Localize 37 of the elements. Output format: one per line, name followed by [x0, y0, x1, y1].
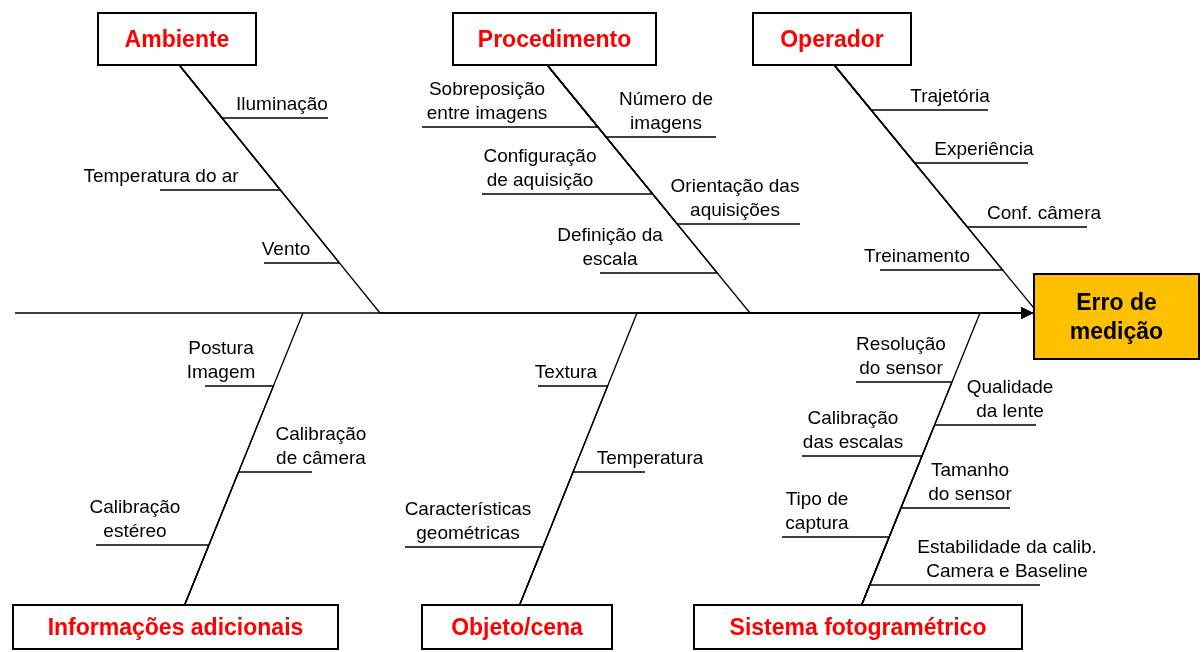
cause-label: Qualidade da lente [960, 374, 1060, 425]
cause-label: Conf. câmera [987, 201, 1101, 227]
cause-label: Iluminação [236, 92, 328, 118]
branch-line [547, 65, 719, 274]
cause-label: Postura Imagem [181, 335, 261, 386]
cause-label: Número de imagens [611, 86, 721, 137]
cause-label: Trajetória [910, 84, 990, 110]
branch-line [861, 584, 1041, 605]
cause-label: Calibração das escalas [798, 405, 908, 456]
branch-line [404, 546, 544, 605]
cause-label: Características geométricas [393, 496, 543, 547]
cause-label: Calibração estéreo [82, 494, 188, 545]
cause-label: Definição da escala [550, 222, 670, 273]
category-box: Ambiente [97, 12, 257, 66]
cause-label: Configuração de aquisição [477, 143, 603, 194]
category-box: Sistema fotogramétrico [693, 604, 1023, 650]
effect-box: Erro de medição [1033, 273, 1200, 360]
cause-label: Tamanho do sensor [922, 457, 1018, 508]
cause-label: Experiência [934, 137, 1034, 163]
cause-label: Calibração de câmera [268, 421, 374, 472]
cause-label: Treinamento [864, 244, 970, 270]
cause-label: Resolução do sensor [851, 331, 951, 382]
branch-line [179, 65, 341, 264]
cause-label: Tipo de captura [777, 486, 857, 537]
branch-line [95, 544, 210, 605]
cause-label: Temperatura [596, 446, 704, 472]
branch-line [834, 65, 1005, 271]
category-box: Informações adicionais [12, 604, 339, 650]
cause-label: Orientação das aquisições [660, 173, 810, 224]
category-box: Procedimento [452, 12, 657, 66]
category-box: Objeto/cena [421, 604, 613, 650]
cause-label: Estabilidade da calib. Camera e Baseline [902, 534, 1112, 585]
cause-label: Vento [261, 237, 311, 263]
cause-label: Sobreposição entre imagens [417, 76, 557, 127]
cause-label: Temperatura do ar [83, 164, 239, 190]
category-box: Operador [752, 12, 912, 66]
cause-label: Textura [534, 360, 598, 386]
